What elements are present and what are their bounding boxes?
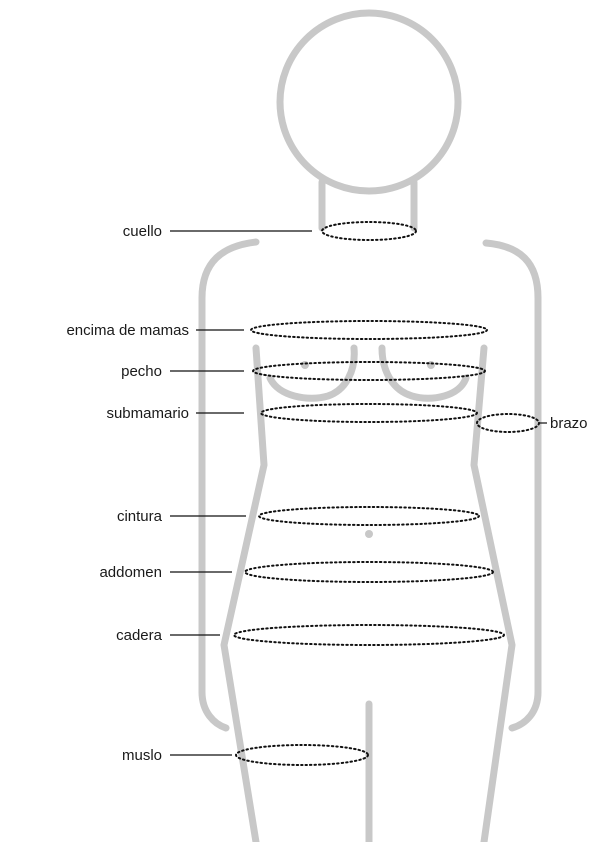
label-submamario: submamario	[106, 405, 189, 422]
right-nipple	[427, 361, 435, 369]
label-muslo: muslo	[122, 747, 162, 764]
left-nipple	[301, 361, 309, 369]
label-brazo: brazo	[550, 415, 588, 432]
torso-right-outline	[474, 348, 512, 842]
cuello-ring	[322, 222, 416, 240]
label-encima-de-mamas: encima de mamas	[66, 322, 189, 339]
encima-de-mamas-ring	[251, 321, 487, 339]
muslo-ring	[236, 745, 368, 765]
cintura-ring	[259, 507, 479, 525]
pecho-ring	[253, 362, 485, 380]
cadera-ring	[234, 625, 504, 645]
torso-left-outline	[224, 348, 264, 842]
left-breast-outline	[270, 348, 354, 398]
brazo-ring	[477, 414, 539, 432]
submamario-ring	[261, 404, 477, 422]
label-cintura: cintura	[117, 508, 163, 525]
label-cuello: cuello	[123, 223, 162, 240]
label-pecho: pecho	[121, 363, 162, 380]
navel	[365, 530, 373, 538]
right-breast-outline	[382, 348, 466, 398]
addomen-ring	[245, 562, 493, 582]
label-addomen: addomen	[99, 564, 162, 581]
label-cadera: cadera	[116, 627, 163, 644]
head-outline	[280, 13, 458, 191]
